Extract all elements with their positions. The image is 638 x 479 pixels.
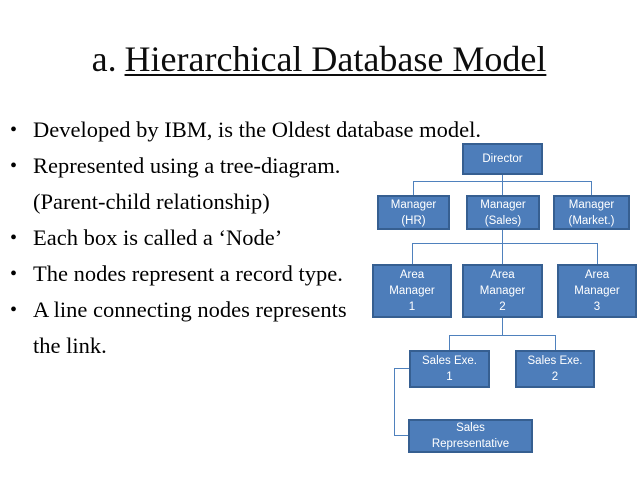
- connector-segment: [597, 243, 598, 264]
- bullet-text: A line connecting nodes represents: [33, 297, 347, 322]
- connector-segment: [502, 181, 503, 195]
- bullet-text: the link.: [33, 333, 107, 358]
- connector-segment: [412, 243, 413, 264]
- bullet-item: the link.: [10, 328, 460, 364]
- bullet-marker: •: [10, 227, 18, 249]
- node-sales-representative: Sales Representative: [408, 419, 533, 453]
- bullet-marker: [10, 328, 33, 364]
- connector-segment: [502, 243, 503, 264]
- bullet-item: (Parent-child relationship): [10, 184, 460, 220]
- connector-segment: [591, 181, 592, 195]
- node-sales-exe-1: Sales Exe. 1: [409, 350, 490, 388]
- connector-segment: [412, 243, 598, 244]
- bullet-item: • Developed by IBM, is the Oldest databa…: [10, 112, 481, 148]
- node-sales-exe-2: Sales Exe. 2: [515, 350, 595, 388]
- node-area-manager-3: Area Manager 3: [557, 264, 637, 318]
- node-area-manager-1: Area Manager 1: [372, 264, 452, 318]
- bullet-text: Each box is called a ‘Node’: [33, 225, 283, 250]
- connector-segment: [394, 368, 395, 436]
- bullet-marker: •: [10, 299, 18, 321]
- node-manager-market: Manager (Market.): [553, 195, 630, 230]
- bullet-marker: •: [10, 263, 18, 285]
- node-manager-sales: Manager (Sales): [466, 195, 540, 230]
- connector-segment: [394, 435, 408, 436]
- bullet-item: • The nodes represent a record type.: [10, 256, 460, 292]
- bullet-item: • A line connecting nodes represents: [10, 292, 460, 328]
- title-main: Hierarchical Database Model: [124, 39, 547, 79]
- node-manager-hr: Manager (HR): [377, 195, 450, 230]
- connector-segment: [449, 335, 556, 336]
- bullet-marker: •: [10, 155, 18, 177]
- bullet-text: The nodes represent a record type.: [33, 261, 343, 286]
- bullet-item: • Each box is called a ‘Node’: [10, 220, 460, 256]
- connector-segment: [502, 175, 503, 182]
- bullet-text: (Parent-child relationship): [33, 189, 270, 214]
- connector-segment: [502, 230, 503, 243]
- node-area-manager-2: Area Manager 2: [462, 264, 543, 318]
- connector-segment: [449, 335, 450, 350]
- connector-segment: [413, 181, 414, 195]
- connector-segment: [394, 368, 409, 369]
- title-prefix: a.: [91, 39, 117, 79]
- node-director: Director: [462, 143, 543, 175]
- bullet-item: • Represented using a tree-diagram.: [10, 148, 460, 184]
- bullet-marker: [10, 184, 33, 220]
- connector-segment: [555, 335, 556, 350]
- connector-segment: [502, 318, 503, 335]
- slide-title: a.Hierarchical Database Model: [0, 39, 638, 80]
- bullet-text: Represented using a tree-diagram.: [33, 153, 341, 178]
- bullet-list: • Developed by IBM, is the Oldest databa…: [10, 112, 481, 364]
- bullet-marker: •: [10, 119, 18, 141]
- bullet-text: Developed by IBM, is the Oldest database…: [33, 117, 482, 142]
